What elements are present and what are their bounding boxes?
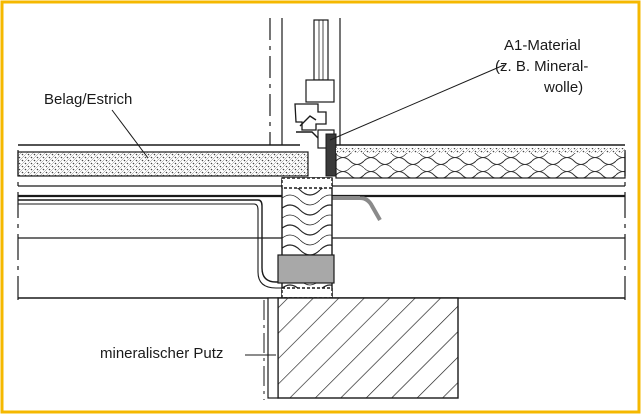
window-frame bbox=[313, 19, 329, 81]
label-mineralischer-putz: mineralischer Putz bbox=[100, 345, 223, 362]
concrete-wall bbox=[277, 297, 459, 399]
gray-seal-band bbox=[277, 254, 335, 284]
leader-a1 bbox=[329, 64, 505, 141]
label-a1-line3: wolle) bbox=[543, 79, 583, 96]
leader-estrich bbox=[111, 109, 149, 159]
label-belag-estrich: Belag/Estrich bbox=[44, 91, 132, 108]
plaster-layer bbox=[267, 297, 279, 399]
label-a1-line1: A1-Material bbox=[504, 37, 581, 54]
insulation-layer-right bbox=[335, 151, 626, 179]
a1-seal-strip bbox=[325, 133, 337, 177]
label-a1-line2: (z. B. Mineral- bbox=[495, 58, 588, 75]
membrane-left bbox=[18, 199, 290, 283]
screed-layer-left bbox=[17, 151, 309, 177]
